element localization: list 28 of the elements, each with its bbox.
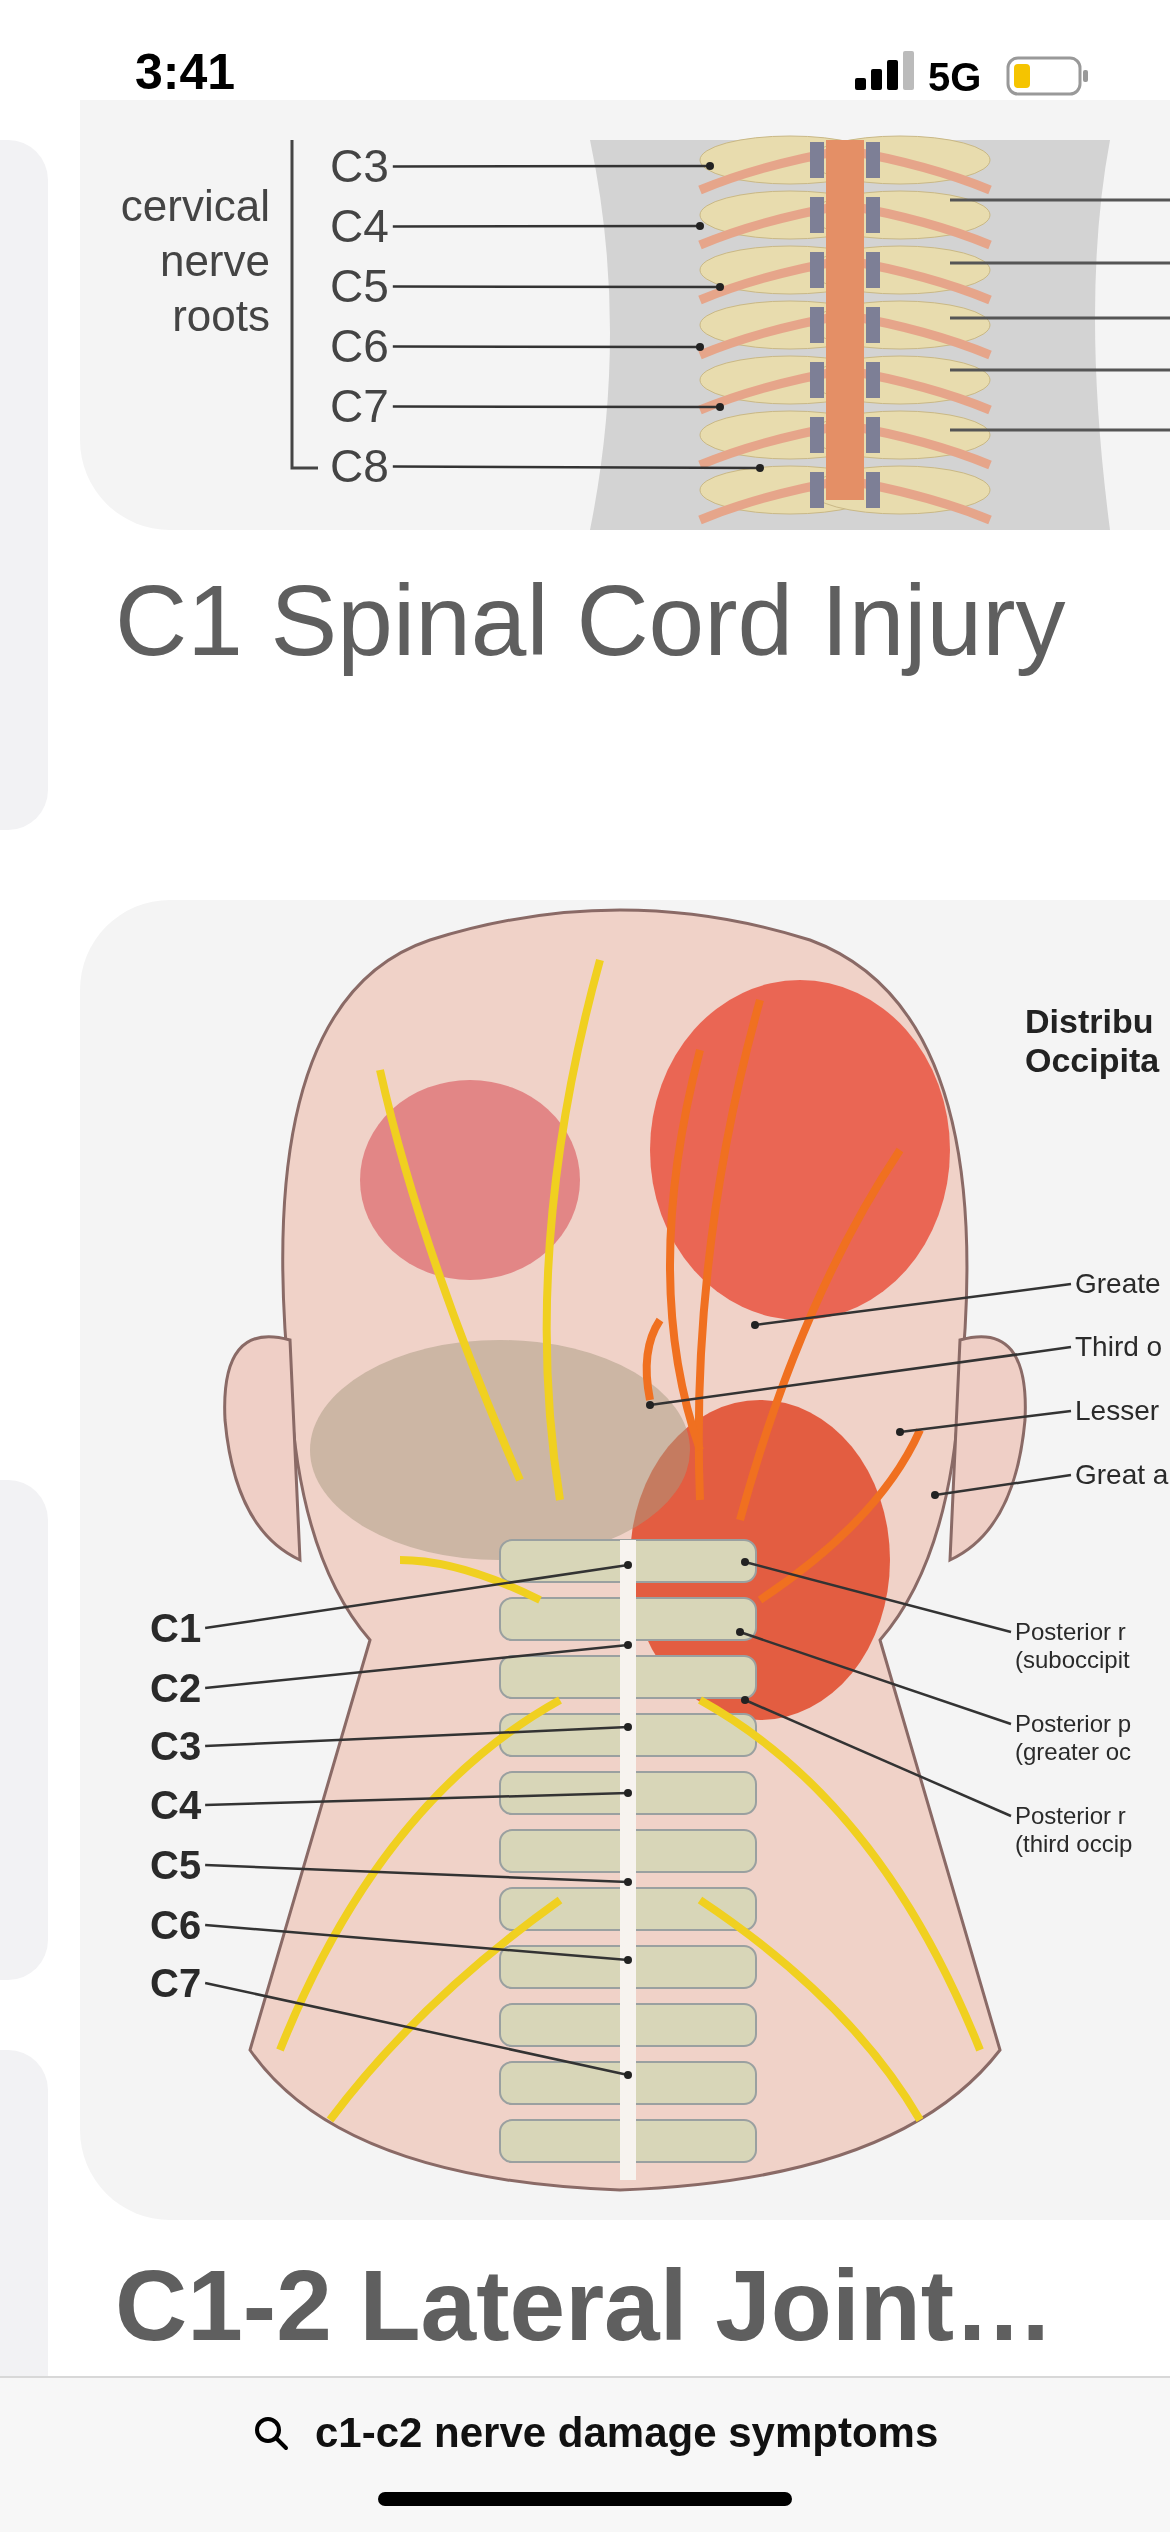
nerve-label: Great a	[1075, 1459, 1169, 1492]
nerve-label: C6	[150, 1902, 202, 1948]
nerve-label: C7	[330, 380, 389, 433]
nerve-label: C2	[150, 1665, 202, 1711]
status-time: 3:41	[135, 45, 236, 100]
search-query: c1-c2 nerve damage symptoms	[315, 2410, 939, 2457]
nerve-label: Greate	[1075, 1268, 1161, 1301]
result-title: C1-2 Lateral Joint…	[115, 2250, 1055, 2360]
nerve-label: C4	[330, 200, 389, 253]
nerve-label: Third o	[1075, 1331, 1163, 1364]
home-indicator	[378, 2492, 792, 2506]
nerve-label: C3	[150, 1723, 202, 1769]
nerve-label: C5	[150, 1842, 202, 1888]
nerve-label: C7	[150, 1960, 202, 2006]
nerve-label: C8	[330, 440, 389, 493]
nerve-label: C1	[150, 1605, 202, 1651]
nerve-label: Lesser	[1075, 1395, 1160, 1428]
nerve-label: C6	[330, 320, 389, 373]
nerve-label: C3	[330, 140, 389, 193]
group-label: cervical nerve roots	[119, 180, 270, 342]
result-title: C1 Spinal Cord Injury	[115, 565, 1066, 675]
nerve-label: Posterior r (third occip	[1015, 1802, 1165, 1858]
nerve-label: C4	[150, 1782, 202, 1828]
network-indicator: 5G	[928, 55, 982, 99]
nerve-label: Posterior p (greater oc	[1015, 1710, 1165, 1766]
nerve-label: C5	[330, 260, 389, 313]
nerve-label: Posterior r (suboccipit	[1015, 1618, 1165, 1674]
figure-title: Distribu Occipita	[1025, 1002, 1161, 1081]
